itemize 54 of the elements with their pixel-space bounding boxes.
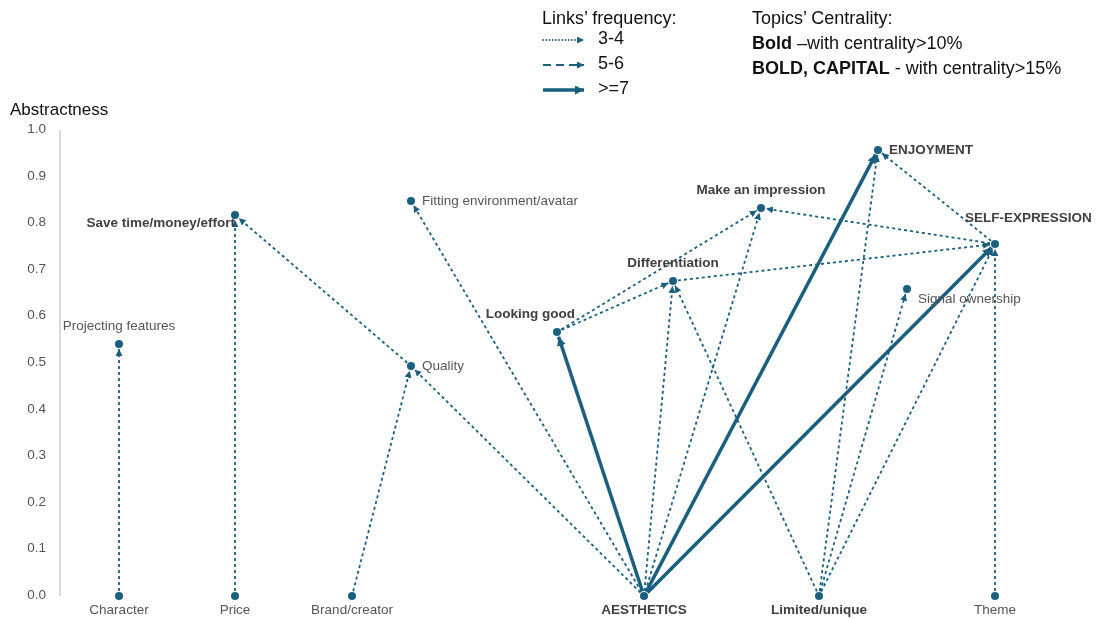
topic-label: Character (89, 602, 149, 618)
legend-title: Links’ frequency: (542, 8, 677, 29)
topic-label: ENJOYMENT (889, 142, 973, 158)
arrow (643, 285, 676, 592)
arrow (818, 154, 880, 592)
tick-label: 0.6 (26, 307, 46, 323)
arrow (765, 206, 991, 245)
tick-label: 1.0 (26, 121, 46, 136)
arrow (413, 368, 642, 594)
legend-label: 5-6 (598, 53, 624, 74)
axis-title: Abstractness (10, 100, 109, 120)
legend-label: >=7 (598, 78, 630, 99)
topic-label: Price (219, 602, 251, 618)
legend-title: Topics’ Centrality: (752, 8, 893, 29)
arrow (231, 219, 239, 592)
arrow (881, 152, 992, 242)
arrow (237, 217, 409, 364)
legend-note: BOLD, CAPITAL - with centrality>15% (752, 58, 1062, 79)
arrow (819, 292, 908, 593)
tick-label: 0.1 (26, 540, 46, 556)
tick-label: 0.9 (26, 167, 46, 183)
arrow (674, 284, 818, 593)
tick-label: 0.2 (26, 493, 46, 509)
arrow (560, 209, 758, 331)
topic-label: Limited/unique (771, 602, 867, 618)
arrow (556, 336, 645, 592)
topic-label: SELF-EXPRESSION (965, 210, 1092, 226)
arrow (352, 369, 412, 593)
topic-label: Projecting features (62, 318, 176, 334)
tick-label: 0.8 (26, 214, 46, 230)
legend-note: Bold –with centrality>10% (752, 33, 963, 54)
arrow (820, 247, 994, 593)
arrow (991, 248, 999, 592)
arrow (646, 246, 993, 594)
topic-label: Theme (974, 602, 1016, 618)
tick-label: 0.0 (26, 587, 46, 602)
topic-label: Looking good (485, 306, 575, 322)
arrow (412, 204, 643, 593)
tick-label: 0.5 (26, 354, 46, 369)
arrow (560, 282, 670, 331)
topic-label: Save time/money/effort (86, 215, 235, 231)
topic-label: Quality (422, 358, 465, 374)
tick-label: 0.4 (26, 400, 46, 416)
topic-label: Make an impression (696, 182, 826, 198)
topic-label: Differentiation (627, 255, 719, 271)
tick-label: 0.3 (26, 447, 46, 463)
topic-label: Fitting environment/avatar (422, 193, 579, 209)
legend-label: 3-4 (598, 28, 624, 49)
arrow (677, 241, 991, 282)
topic-label: AESTHETICS (601, 602, 687, 618)
arrow (115, 348, 123, 592)
tick-label: 0.7 (26, 260, 46, 276)
topic-label: Brand/creator (311, 602, 393, 618)
arrow (644, 153, 878, 593)
